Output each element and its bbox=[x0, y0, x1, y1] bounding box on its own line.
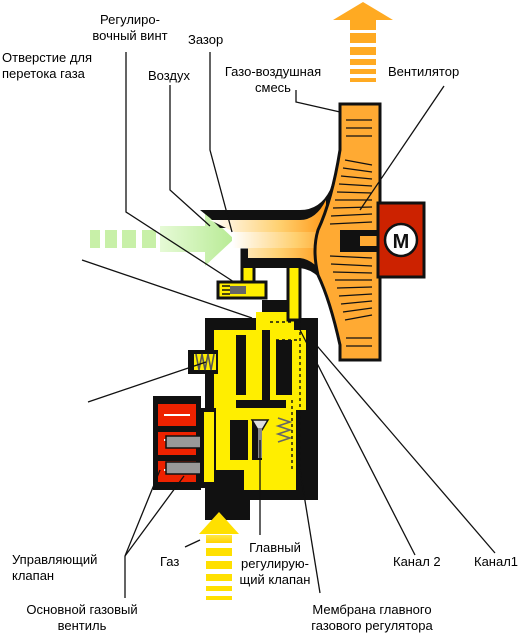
regulator-housing bbox=[205, 300, 318, 520]
label-gas: Газ bbox=[160, 554, 180, 569]
mixing-venturi bbox=[200, 175, 338, 300]
adjusting-screw bbox=[216, 280, 268, 300]
label-channel-1: Канал1 bbox=[474, 554, 519, 569]
label-air: Воздух bbox=[148, 68, 191, 83]
label-adjusting-screw: Регулиро- вочный винт bbox=[92, 12, 168, 43]
label-control-valve: Управляющий клапан bbox=[12, 552, 98, 583]
gas-inlet-arrow bbox=[199, 512, 239, 600]
label-fan: Вентилятор bbox=[388, 64, 460, 79]
fan-assembly bbox=[313, 102, 392, 362]
label-gas-air-mixture: Газо-воздушная смесь bbox=[224, 64, 322, 95]
label-bypass-hole: Отверстие для перетока газа bbox=[2, 50, 93, 81]
regulator-membrane bbox=[270, 320, 301, 470]
motor-symbol: M bbox=[393, 231, 410, 253]
label-main-regulating-valve: Главный регулирую- щий клапан bbox=[239, 540, 311, 587]
label-main-gas-valve: Основной газовый вентиль bbox=[26, 602, 138, 633]
label-regulator-membrane: Мембрана главного газового регулятора bbox=[311, 602, 433, 633]
main-gas-valve bbox=[153, 396, 216, 490]
control-valve-spring bbox=[188, 350, 218, 374]
motor bbox=[376, 201, 426, 279]
output-arrow bbox=[333, 2, 393, 82]
air-inlet-arrow bbox=[90, 212, 234, 266]
label-channel-2: Канал 2 bbox=[393, 554, 441, 569]
label-gap: Зазор bbox=[188, 32, 224, 47]
pointer-lines bbox=[81, 52, 496, 598]
